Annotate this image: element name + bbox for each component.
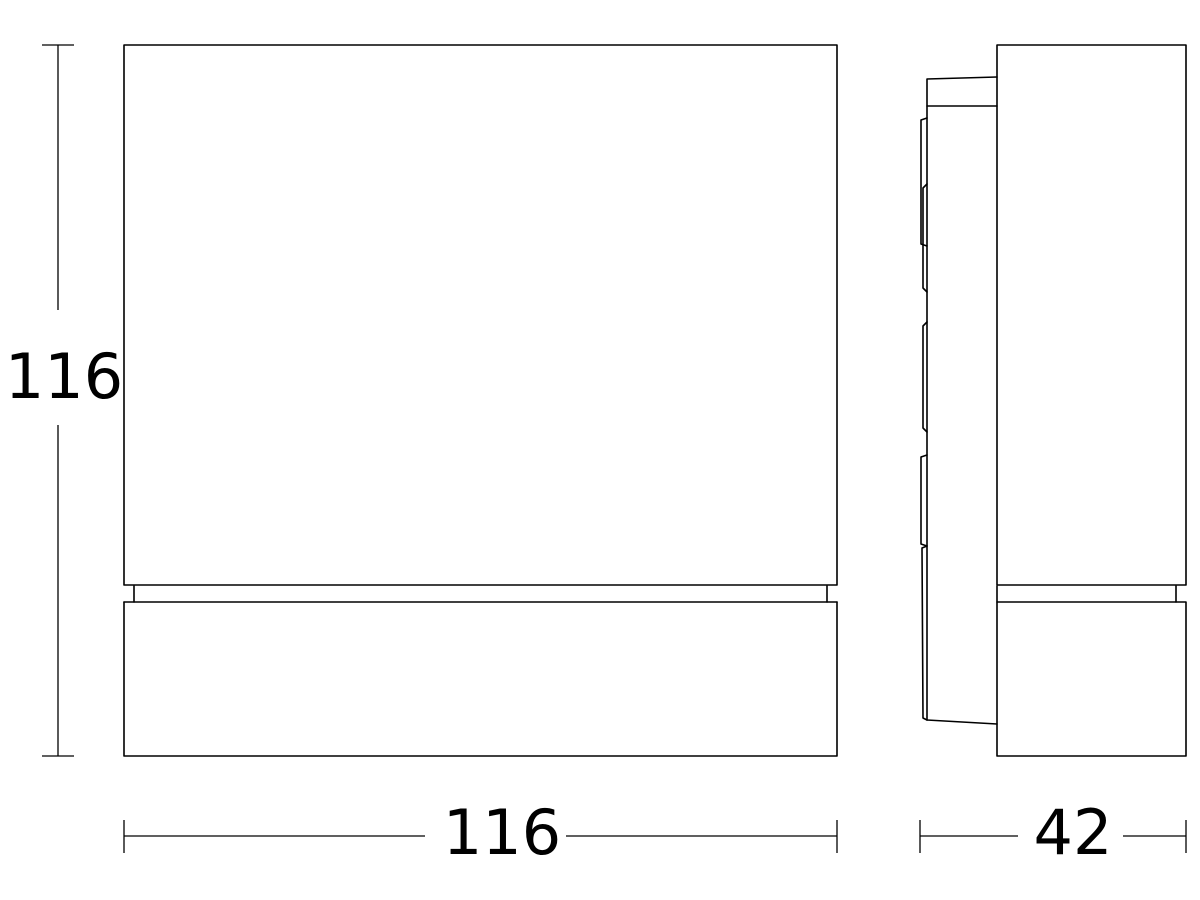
width-dim-label: 116	[443, 796, 561, 869]
mounting-tab-1	[920, 117, 928, 247]
side-housing-lower	[996, 601, 1187, 757]
side-seam-band	[996, 585, 1177, 603]
front-seam-band	[133, 585, 828, 603]
side-view	[920, 44, 1187, 757]
front-view	[123, 44, 838, 757]
width-dimension: 116	[123, 796, 838, 869]
depth-dimension: 42	[919, 796, 1187, 869]
mounting-tab-5	[921, 545, 928, 721]
mounting-plate-body	[926, 105, 998, 725]
side-housing-upper	[996, 44, 1187, 586]
mounting-plate-top	[926, 76, 998, 107]
depth-dim-label: 42	[1034, 796, 1113, 869]
front-housing-upper	[123, 44, 838, 586]
height-dimension: 116	[5, 44, 123, 757]
height-dim-label: 116	[5, 340, 123, 413]
mounting-tab-3	[922, 321, 928, 433]
mounting-tab-2	[922, 183, 928, 293]
mounting-tab-4	[920, 454, 928, 547]
front-housing-lower	[123, 601, 838, 757]
